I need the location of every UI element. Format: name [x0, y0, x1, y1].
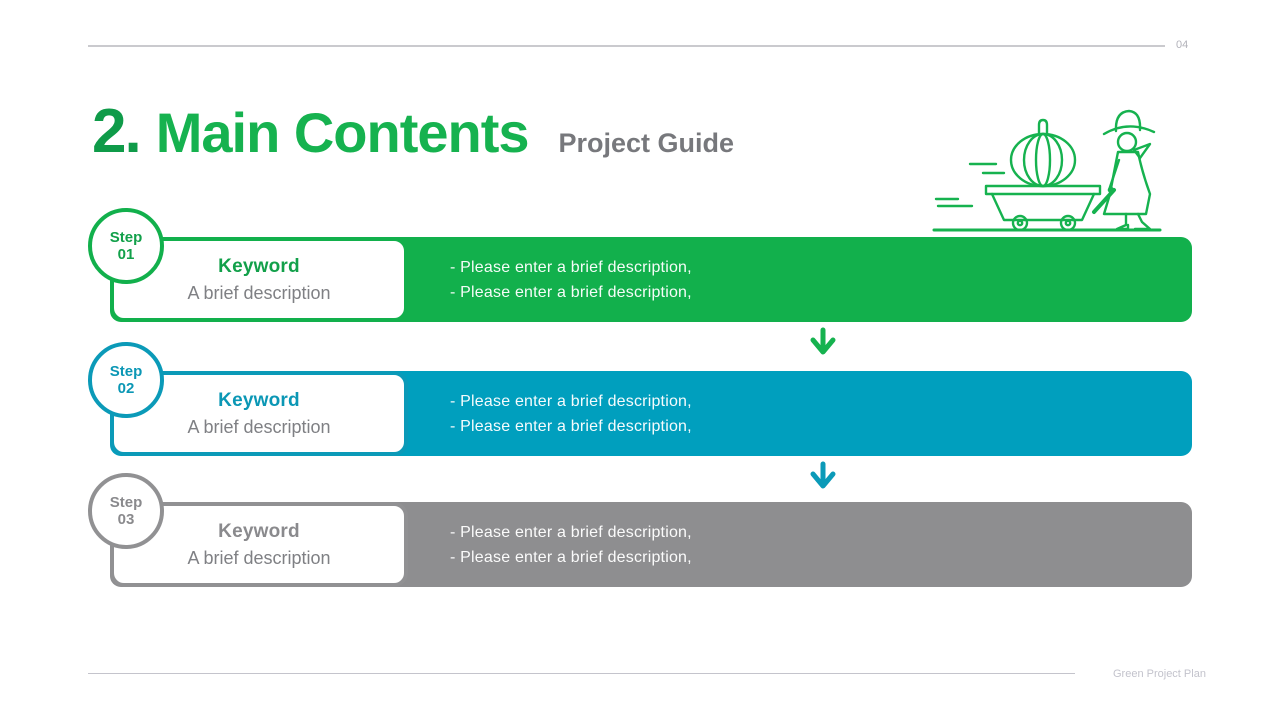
step-1-description-line-1: - Please enter a brief description, — [450, 258, 692, 276]
step-3-badge: Step 03 — [88, 473, 164, 549]
step-1-keyword-box: Keyword A brief description — [110, 237, 408, 322]
step-1-badge: Step 01 — [88, 208, 164, 284]
title-main: Main Contents — [155, 101, 530, 164]
title-number: 2. — [92, 97, 142, 166]
step-1-brief: A brief description — [187, 282, 331, 303]
step-2-description-line-1: - Please enter a brief description, — [450, 392, 692, 410]
step-1-badge-number: 01 — [117, 246, 135, 263]
step-2-keyword: Keyword — [218, 389, 300, 411]
top-rule — [88, 45, 1165, 47]
title-subtitle: Project Guide — [558, 128, 735, 158]
step-3-description-line-1: - Please enter a brief description, — [450, 523, 692, 541]
step-3-badge-label: Step — [109, 494, 143, 511]
footer-rule — [88, 673, 1075, 674]
step-2-badge: Step 02 — [88, 342, 164, 418]
step-2-description-line-2: - Please enter a brief description, — [450, 417, 692, 435]
step-1-badge-label: Step — [109, 229, 143, 246]
step-2-badge-label: Step — [109, 363, 143, 380]
step-3-badge-number: 03 — [117, 511, 135, 528]
step-1-description-line-2: - Please enter a brief description, — [450, 283, 692, 301]
arrow-down-icon — [808, 327, 838, 359]
step-3-keyword: Keyword — [218, 520, 300, 542]
page-title: 2. Main Contents Project Guide — [92, 96, 734, 167]
footer-brand: Green Project Plan — [1113, 668, 1206, 680]
farmer-pumpkin-cart-illustration — [928, 100, 1163, 235]
step-2-brief: A brief description — [187, 416, 331, 437]
page-number: 04 — [1176, 39, 1189, 51]
step-3-description-line-2: - Please enter a brief description, — [450, 548, 692, 566]
step-1-keyword: Keyword — [218, 255, 300, 277]
arrow-down-icon — [808, 461, 838, 493]
step-2-badge-number: 02 — [117, 380, 135, 397]
step-3-brief: A brief description — [187, 547, 331, 568]
